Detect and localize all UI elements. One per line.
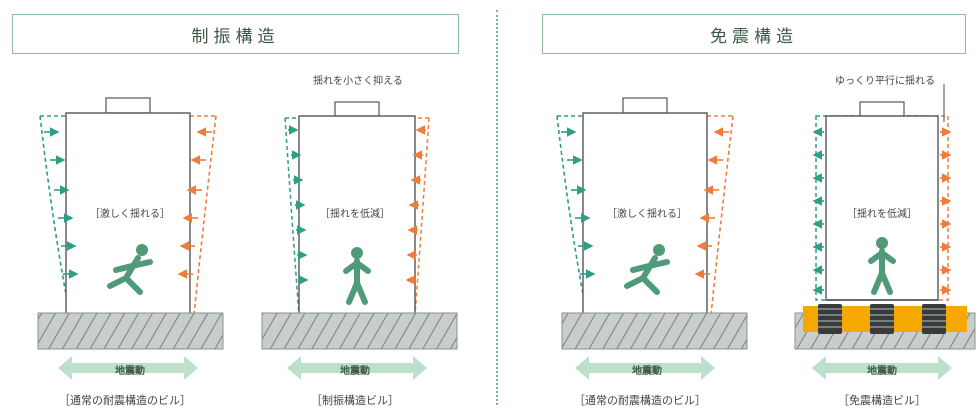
diagram-seismic-isolation bbox=[794, 84, 976, 380]
rooftop-box bbox=[334, 101, 380, 117]
ground-motion-label-4: 地震動 bbox=[867, 366, 897, 377]
panel-title-vibration-control: 制振構造 bbox=[12, 14, 459, 54]
panel-divider bbox=[496, 10, 498, 405]
caption-1: ［通常の耐震構造のビル］ bbox=[59, 394, 191, 407]
inner-label-3: ［激しく揺れる］ bbox=[607, 209, 687, 220]
hatched-ground-icon bbox=[261, 312, 458, 350]
rooftop-box bbox=[105, 97, 151, 114]
running-person-icon bbox=[136, 244, 148, 256]
running-person-icon bbox=[653, 244, 665, 256]
rooftop-box bbox=[859, 101, 905, 117]
diagram-vibration-control bbox=[261, 101, 458, 380]
diagram-conventional-right bbox=[556, 97, 748, 380]
double-arrow-icon bbox=[58, 356, 198, 380]
caption-2: ［制振構造ビル］ bbox=[311, 394, 399, 407]
standing-person-icon bbox=[876, 237, 888, 249]
diagram-conventional-left bbox=[37, 97, 224, 380]
panel-title-seismic-isolation: 免震構造 bbox=[542, 14, 966, 54]
standing-person-body bbox=[868, 248, 896, 295]
inner-label-2: ［揺れを低減］ bbox=[320, 209, 390, 220]
ground-motion-label-3: 地震動 bbox=[632, 366, 662, 377]
standing-person-body bbox=[343, 258, 371, 305]
rooftop-box bbox=[622, 97, 668, 114]
hatched-ground-icon bbox=[561, 312, 748, 350]
running-person-body bbox=[107, 255, 153, 295]
double-arrow-icon bbox=[287, 356, 427, 380]
inner-label-1: ［激しく揺れる］ bbox=[90, 209, 170, 220]
double-arrow-icon bbox=[812, 356, 952, 380]
caption-4: ［免震構造ビル］ bbox=[838, 394, 926, 407]
inner-label-4: ［揺れを低減］ bbox=[847, 209, 917, 220]
running-person-body bbox=[624, 255, 670, 295]
note-vibration-control: 揺れを小さく抑える bbox=[313, 76, 403, 87]
caption-3: ［通常の耐震構造のビル］ bbox=[574, 394, 706, 407]
ground-motion-label-1: 地震動 bbox=[115, 366, 145, 377]
note-seismic-isolation: ゆっくり平行に揺れる bbox=[835, 76, 935, 87]
ground-motion-label-2: 地震動 bbox=[340, 366, 370, 377]
hatched-ground-icon bbox=[37, 312, 224, 350]
double-arrow-icon bbox=[575, 356, 715, 380]
standing-person-icon bbox=[351, 247, 363, 259]
